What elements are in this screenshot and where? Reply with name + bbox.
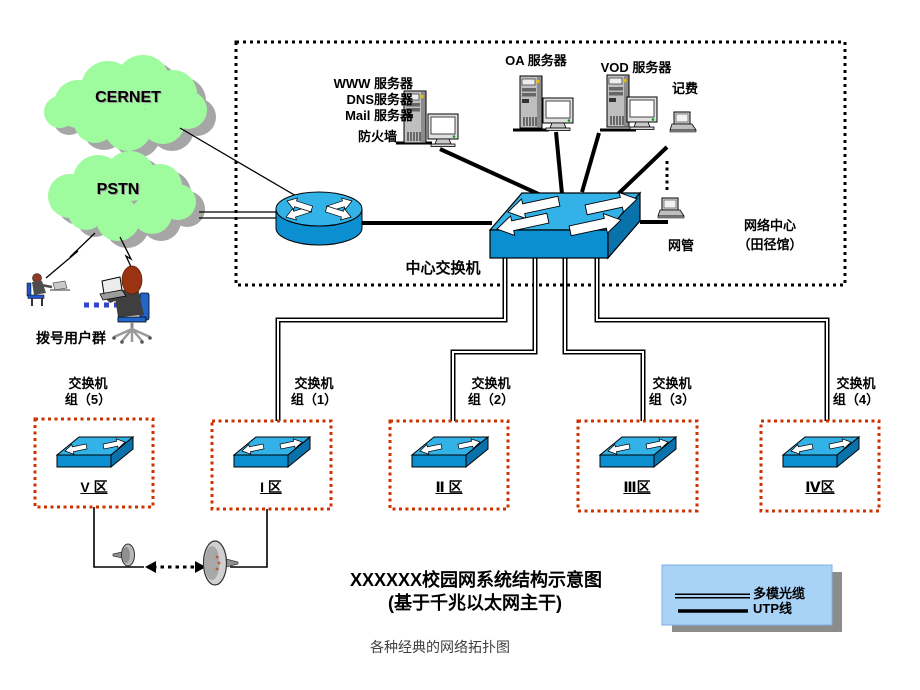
dialup-user-1-icon (26, 273, 70, 306)
fiber-link-group-3 (562, 250, 646, 421)
core-switch-icon (488, 188, 642, 260)
fiber-link-group-4 (594, 250, 830, 421)
fiber-link-group-1 (275, 250, 508, 421)
pstn-router-link (199, 211, 280, 219)
satellite-dish-small-icon (112, 543, 135, 567)
legend-fiber-label: 多模光缆 (753, 586, 806, 601)
legend-box (661, 564, 842, 632)
dialup-line-2 (119, 236, 134, 272)
zone5-label: V 区 (80, 479, 108, 495)
zone1-dish-line (230, 509, 268, 568)
diagram-title-line2: (基于千兆以太网主干) (388, 593, 562, 613)
zone5-switch-icon (57, 437, 133, 467)
zone3-switch-icon (600, 437, 676, 467)
satellite-dish-large-icon (202, 540, 239, 586)
cernet-cloud (44, 55, 216, 158)
www-server-label: WWW 服务器 (333, 76, 413, 91)
group4-label-2: 组（4） (832, 392, 880, 407)
zone2-label: Ⅱ 区 (435, 479, 463, 495)
zone5-box (33, 417, 155, 509)
zone4-label: Ⅳ区 (805, 479, 835, 495)
netmgmt-label: 网管 (668, 238, 695, 253)
zone1-box (210, 419, 333, 511)
group5-label-1: 交换机 (68, 376, 108, 391)
wireless-link (93, 507, 268, 568)
zone2-switch-icon (412, 437, 488, 467)
vod-core-link (580, 132, 601, 193)
network-center-name-2: （田径馆） (737, 237, 803, 252)
zone5-dish-line (93, 507, 144, 568)
group3-label-1: 交换机 (652, 376, 692, 391)
zone3-box (576, 419, 699, 513)
zone1-label: I 区 (260, 479, 282, 495)
vod-server-label: VOD 服务器 (600, 60, 672, 75)
billing-pc-icon (669, 111, 697, 133)
zone3-label: Ⅲ区 (623, 479, 651, 495)
vod-server-icon (606, 74, 658, 130)
network-center-name-1: 网络中心 (743, 218, 797, 233)
group2-label-2: 组（2） (467, 392, 515, 407)
core-switch-label: 中心交换机 (405, 260, 481, 277)
group3-label-2: 组（3） (648, 392, 696, 407)
wireless-link-arrow (145, 561, 206, 573)
switch-group-boxes (33, 417, 881, 513)
group4-label-1: 交换机 (836, 376, 876, 391)
oa-core-link (554, 131, 564, 195)
billing-label: 记费 (672, 81, 699, 96)
pstn-label: PSTN (96, 181, 140, 198)
cernet-label: CERNET (95, 89, 161, 106)
billing-core-link (614, 145, 669, 198)
diagram-title-line1: XXXXXX校园网系统结构示意图 (349, 570, 603, 590)
oa-server-icon (519, 75, 574, 131)
group2-label-1: 交换机 (471, 376, 511, 391)
cernet-router-link (179, 127, 309, 204)
fiber-link-group-2 (450, 250, 538, 421)
mail-server-label: Mail 服务器 (345, 108, 413, 123)
zone4-box (759, 419, 881, 513)
dialup-user-2-icon (99, 265, 152, 344)
netmgmt-pc-icon (657, 197, 685, 219)
pstn-cloud (48, 151, 205, 248)
group1-label-2: 组（1） (290, 392, 338, 407)
group1-label-1: 交换机 (294, 376, 334, 391)
dialup-users-label: 拨号用户群 (36, 330, 106, 346)
zone4-switch-icon (783, 437, 859, 467)
www-core-link (439, 147, 546, 199)
dns-server-label: DNS服务器 (346, 92, 413, 107)
group5-label-2: 组（5） (64, 392, 112, 407)
router-icon (275, 191, 363, 246)
firewall-label: 防火墙 (357, 129, 397, 144)
legend-utp-label: UTP线 (753, 601, 793, 616)
network-center-boundary (234, 40, 847, 287)
zone1-switch-icon (234, 437, 310, 467)
oa-server-label: OA 服务器 (505, 53, 567, 68)
diagram-caption: 各种经典的网络拓扑图 (370, 639, 510, 655)
zone2-box (388, 419, 510, 511)
dialup-line-1 (45, 232, 96, 279)
